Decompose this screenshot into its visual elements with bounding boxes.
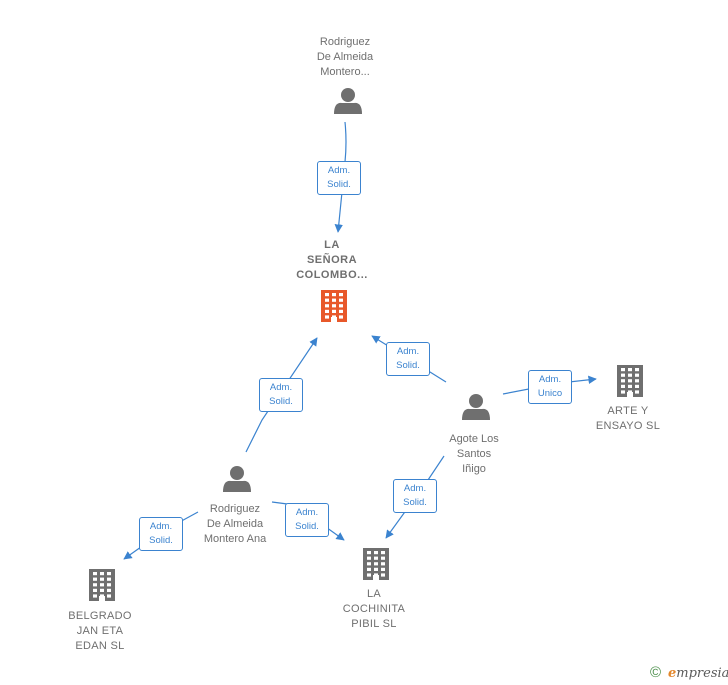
- person-icon: [334, 88, 362, 114]
- company-node-label[interactable]: LA SEÑORA COLOMBO...: [296, 238, 368, 283]
- empresia-logo: empresia: [668, 666, 728, 681]
- relation-badge-text: Solid.: [295, 521, 319, 532]
- relation-badge-text: Unico: [537, 388, 563, 399]
- building-icon: [363, 548, 389, 580]
- relation-badge-text: Solid.: [149, 535, 173, 546]
- node-label-line: ENSAYO SL: [595, 420, 661, 432]
- company-node-label[interactable]: ARTE Y ENSAYO SL: [596, 404, 660, 434]
- relation-badge-text: Adm.: [403, 483, 427, 494]
- relation-badge[interactable]: Adm. Solid.: [317, 161, 361, 195]
- building-icon: [321, 290, 347, 322]
- relation-edge: [245, 337, 318, 453]
- person-icon: [462, 394, 490, 420]
- node-label-line: EDAN SL: [75, 640, 125, 652]
- node-label-line: BELGRADO: [68, 610, 132, 622]
- node-label-line: Rodriguez: [319, 36, 371, 48]
- node-label-line: Agote Los: [449, 433, 499, 445]
- relation-badge[interactable]: Adm. Solid.: [285, 503, 329, 537]
- company-node-label[interactable]: LA COCHINITA PIBIL SL: [343, 587, 405, 632]
- node-label-line: COCHINITA: [342, 603, 406, 615]
- relation-badge[interactable]: Adm. Solid.: [259, 378, 303, 412]
- relation-badge-text: Solid.: [396, 360, 420, 371]
- node-label-line: Montero...: [320, 66, 370, 78]
- node-label-line: ARTE Y: [607, 405, 649, 417]
- relation-badge-text: Adm.: [269, 382, 293, 393]
- copyright-symbol: ©: [650, 664, 662, 681]
- relation-badge-text: Solid.: [269, 396, 293, 407]
- node-label-line: COLOMBO...: [296, 269, 368, 281]
- relation-badge-text: Adm.: [396, 346, 420, 357]
- relation-badge-text: Adm.: [149, 521, 173, 532]
- relation-badge-text: Solid.: [403, 497, 427, 508]
- building-icon: [617, 365, 643, 397]
- relation-badge-text: Adm.: [327, 165, 351, 176]
- node-label-line: JAN ETA: [76, 625, 124, 637]
- relation-badge[interactable]: Adm. Solid.: [139, 517, 183, 551]
- node-label-line: De Almeida: [316, 51, 374, 63]
- node-label-line: LA: [366, 588, 382, 600]
- building-icon: [89, 569, 115, 601]
- node-label-line: LA: [324, 239, 340, 251]
- node-label-line: Rodriguez: [209, 503, 261, 515]
- relation-badge-text: Solid.: [327, 179, 351, 190]
- relation-badge-text: Adm.: [538, 374, 562, 385]
- node-label-line: PIBIL SL: [351, 618, 397, 630]
- relation-badge[interactable]: Adm. Solid.: [393, 479, 437, 513]
- node-label-line: Iñigo: [462, 463, 486, 475]
- node-label-line: SEÑORA: [306, 254, 358, 266]
- person-icon: [223, 466, 251, 492]
- relation-badge-text: Adm.: [295, 507, 319, 518]
- relation-badge[interactable]: Adm. Unico: [528, 370, 572, 404]
- node-label-line: De Almeida: [206, 518, 264, 530]
- node-label-line: Montero Ana: [203, 533, 267, 545]
- node-label-line: Santos: [456, 448, 492, 460]
- company-node-label[interactable]: BELGRADO JAN ETA EDAN SL: [68, 609, 132, 654]
- relation-badge[interactable]: Adm. Solid.: [386, 342, 430, 376]
